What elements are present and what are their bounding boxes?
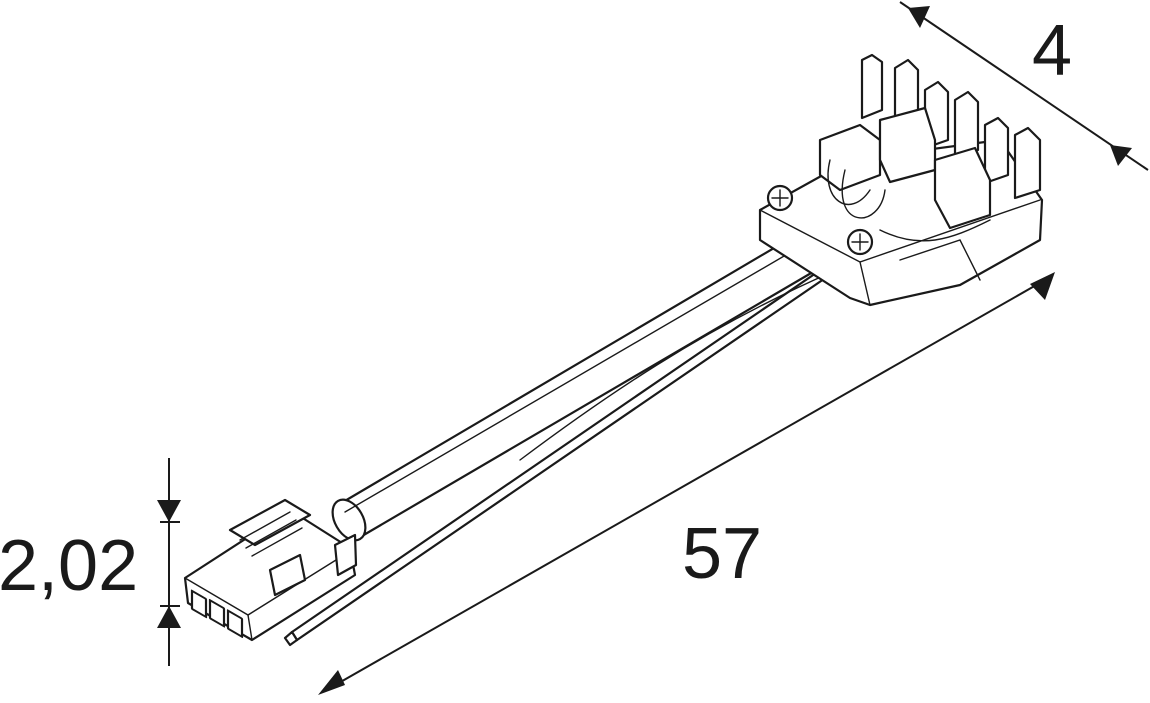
cable — [283, 226, 842, 647]
arrow-icon — [157, 606, 181, 628]
arrow-icon — [157, 500, 181, 522]
dimension-width: 4 — [899, 1, 1149, 171]
height-label: 2,02 — [0, 526, 138, 606]
dimension-length: 57 — [318, 272, 1055, 695]
arrow-icon — [1030, 272, 1055, 300]
arrow-icon — [1110, 145, 1132, 166]
length-label: 57 — [682, 514, 762, 594]
arrow-icon — [318, 670, 345, 695]
dimension-height: 2,02 — [0, 458, 181, 666]
plug-connector — [183, 498, 358, 642]
width-label: 4 — [1032, 11, 1072, 91]
terminal-block — [758, 53, 1044, 307]
arrow-icon — [908, 6, 930, 28]
